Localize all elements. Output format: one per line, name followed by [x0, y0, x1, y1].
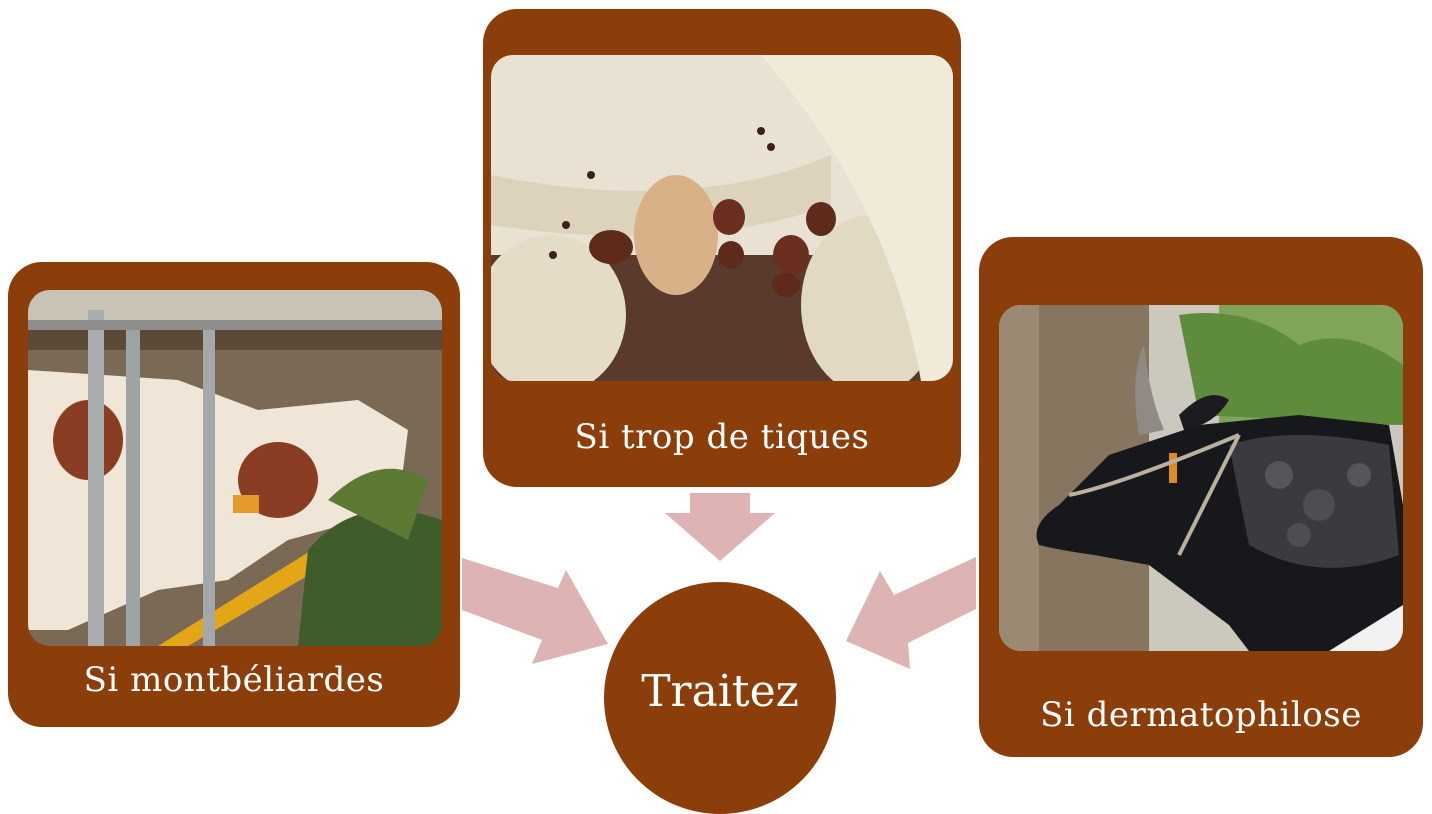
caption-tiques: Si trop de tiques [574, 417, 870, 457]
black-cow-skin-lesions-photo [999, 305, 1403, 651]
center-label: Traitez [641, 666, 799, 717]
card-dermatophilose: Si dermatophilose [979, 237, 1423, 757]
card-tiques: Si trop de tiques [483, 9, 961, 487]
caption-dermatophilose: Si dermatophilose [1040, 695, 1362, 735]
card-montbeliardes: Si montbéliardes [8, 262, 460, 727]
arrow-down-icon [665, 493, 775, 561]
caption-montbeliardes: Si montbéliardes [83, 660, 385, 700]
center-node: Traitez [604, 582, 836, 814]
arrow-right-down-icon [462, 558, 608, 664]
arrow-left-down-icon [846, 557, 976, 669]
ticks-on-udder-photo [491, 55, 953, 381]
cows-in-stalls-photo [28, 290, 442, 646]
